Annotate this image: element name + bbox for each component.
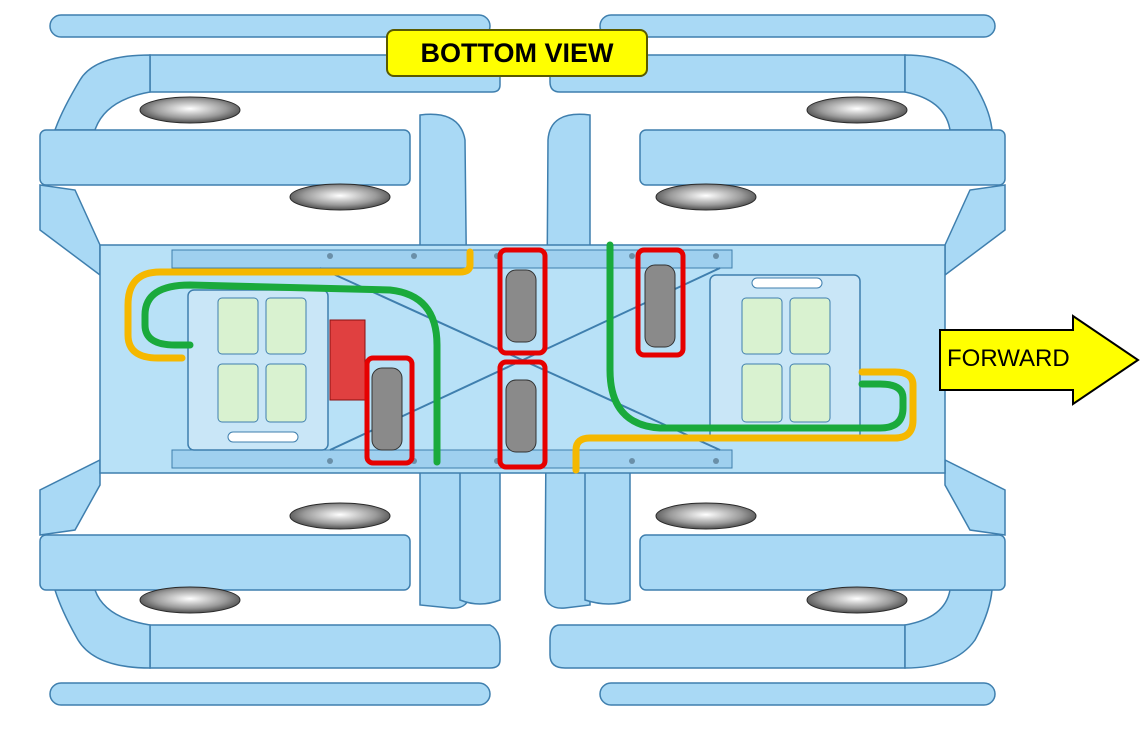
highlight-box: [497, 247, 548, 356]
red-highlights: [364, 247, 686, 470]
highlight-box: [635, 247, 686, 358]
orange-cable: [124, 248, 917, 474]
green-cable: [141, 241, 907, 466]
bottom-legs: [39, 458, 1006, 706]
highlight-box: [364, 355, 415, 466]
right-plate: [709, 274, 861, 441]
forward-arrow-icon: [939, 314, 1140, 406]
forward-label: FORWARD: [947, 345, 1070, 372]
view-title: BOTTOM VIEW: [386, 29, 648, 77]
highlight-box: [497, 359, 548, 470]
left-plate: [187, 289, 366, 451]
motors: [371, 264, 676, 453]
wheels: [139, 96, 908, 614]
